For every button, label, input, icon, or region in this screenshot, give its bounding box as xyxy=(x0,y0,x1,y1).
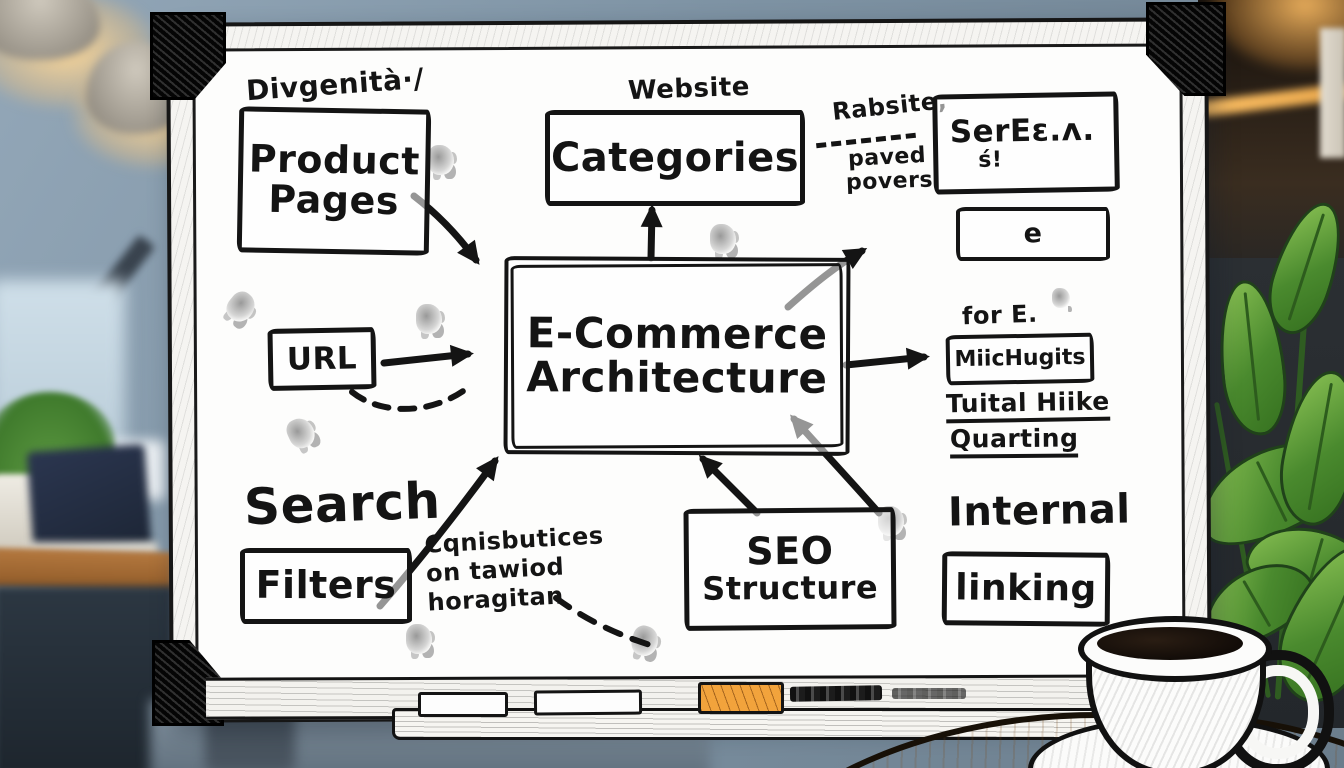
linking-label: linking xyxy=(955,567,1097,610)
serp-label: SerEɛ.ʌ. xyxy=(949,111,1095,151)
search-note: Search xyxy=(243,471,442,537)
linking-box: linking xyxy=(941,551,1111,627)
tuital-note: Tuital Hiike xyxy=(946,387,1111,424)
e-box: e xyxy=(956,207,1110,261)
eraser-smudge xyxy=(416,304,442,334)
eraser-smudge xyxy=(406,624,432,654)
serp-box: SerEɛ.ʌ. ś! xyxy=(932,91,1120,195)
whiteboard-marker xyxy=(418,692,508,717)
desk-cabinet xyxy=(0,586,174,768)
laptop xyxy=(26,444,152,552)
center-label: Architecture xyxy=(526,352,828,403)
url-box: URL xyxy=(267,327,377,391)
michugits-label: MiicHugits xyxy=(954,345,1086,373)
white-column xyxy=(1320,28,1344,158)
quarting-note: Quarting xyxy=(950,423,1079,459)
categories-label: Categories xyxy=(550,135,800,181)
seo-label: SEO xyxy=(746,528,834,574)
eraser-smudge xyxy=(710,224,736,254)
michugits-box: MiicHugits xyxy=(945,332,1095,386)
whiteboard-marker xyxy=(533,689,643,716)
product-pages-label: Pages xyxy=(267,176,400,224)
pendant-lamp xyxy=(0,0,100,60)
coffee xyxy=(1097,627,1243,660)
tray-scribble xyxy=(789,685,883,702)
eraser-smudge xyxy=(428,145,454,175)
serp-sub-label: ś! xyxy=(978,147,1003,173)
url-label: URL xyxy=(286,340,358,378)
internal-note: Internal xyxy=(947,486,1131,536)
website-note: Website xyxy=(627,71,751,107)
tray-scribble xyxy=(892,688,966,699)
e-label: e xyxy=(1023,217,1043,249)
crawl-note-line: Cqnisbutices xyxy=(423,521,605,559)
categories-box: Categories xyxy=(545,110,805,206)
product-pages-box: Product Pages xyxy=(236,106,432,256)
povers-note: povers xyxy=(845,167,934,196)
filters-label: Filters xyxy=(255,563,397,608)
center-label: E-Commerce xyxy=(526,308,828,359)
seo-structure-box: SEO Structure xyxy=(683,507,897,631)
center-box: E-Commerce Architecture xyxy=(503,256,851,456)
filters-box: Filters xyxy=(240,548,412,624)
orange-marker xyxy=(698,682,784,714)
seo-label: Structure xyxy=(702,568,879,608)
eraser-smudge xyxy=(1052,288,1070,308)
crawl-note-line: on tawiod xyxy=(425,552,565,588)
paved-note: paved xyxy=(847,142,927,173)
crawl-note: Cqnisbutices on tawiod horagitan xyxy=(423,521,607,617)
for-e-note: for E. xyxy=(961,299,1039,331)
